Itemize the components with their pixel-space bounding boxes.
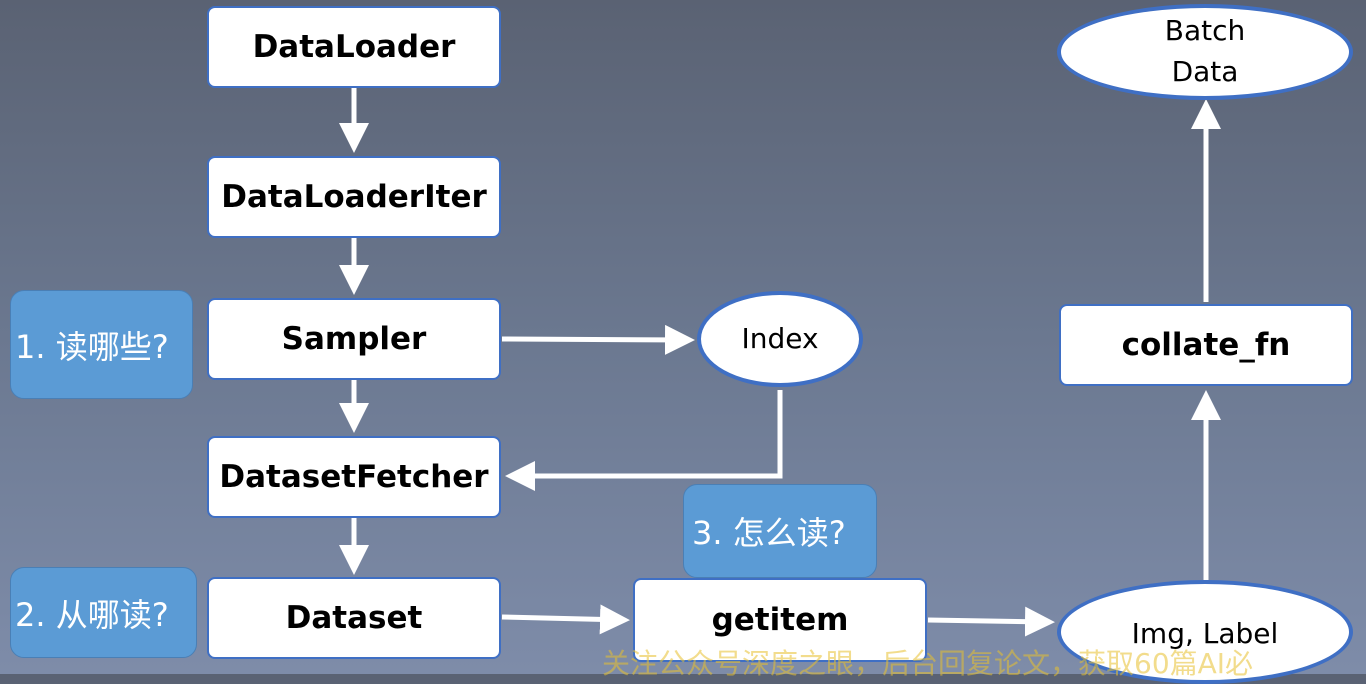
arrow-sampler-to-index (501, 324, 695, 355)
arrow-index-to-fetcher (505, 390, 783, 491)
getitem-node: getitem (633, 578, 927, 662)
dataset-node: Dataset (207, 577, 501, 659)
dataloader-node: DataLoader (207, 6, 501, 88)
img-label-node: Img, Label (1057, 580, 1353, 684)
index-label: Index (741, 321, 819, 355)
sampler-node: Sampler (207, 298, 501, 380)
note-how-read: 3. 怎么读? (683, 484, 877, 578)
arrow-dataset-to-getitem (501, 604, 630, 635)
batch-data-node: Batch Data (1057, 4, 1353, 100)
datasetfetcher-node: DatasetFetcher (207, 436, 501, 518)
watermark-text: 关注公众号深度之眼，后台回复论文，获取60篇AI必 (602, 647, 1254, 680)
collate-fn-node: collate_fn (1059, 304, 1353, 386)
img-label-label: Img, Label (1131, 617, 1279, 650)
note-read-which: 1. 读哪些? (10, 290, 193, 399)
arrow-getitem-to-imglabel (927, 606, 1055, 637)
note-read-from: 2. 从哪读? (10, 567, 197, 658)
dataloaderiter-node: DataLoaderIter (207, 156, 501, 238)
batch-data-label-line2: Data (1171, 55, 1239, 88)
index-node: Index (697, 291, 863, 387)
batch-data-label-line1: Batch (1164, 14, 1246, 48)
